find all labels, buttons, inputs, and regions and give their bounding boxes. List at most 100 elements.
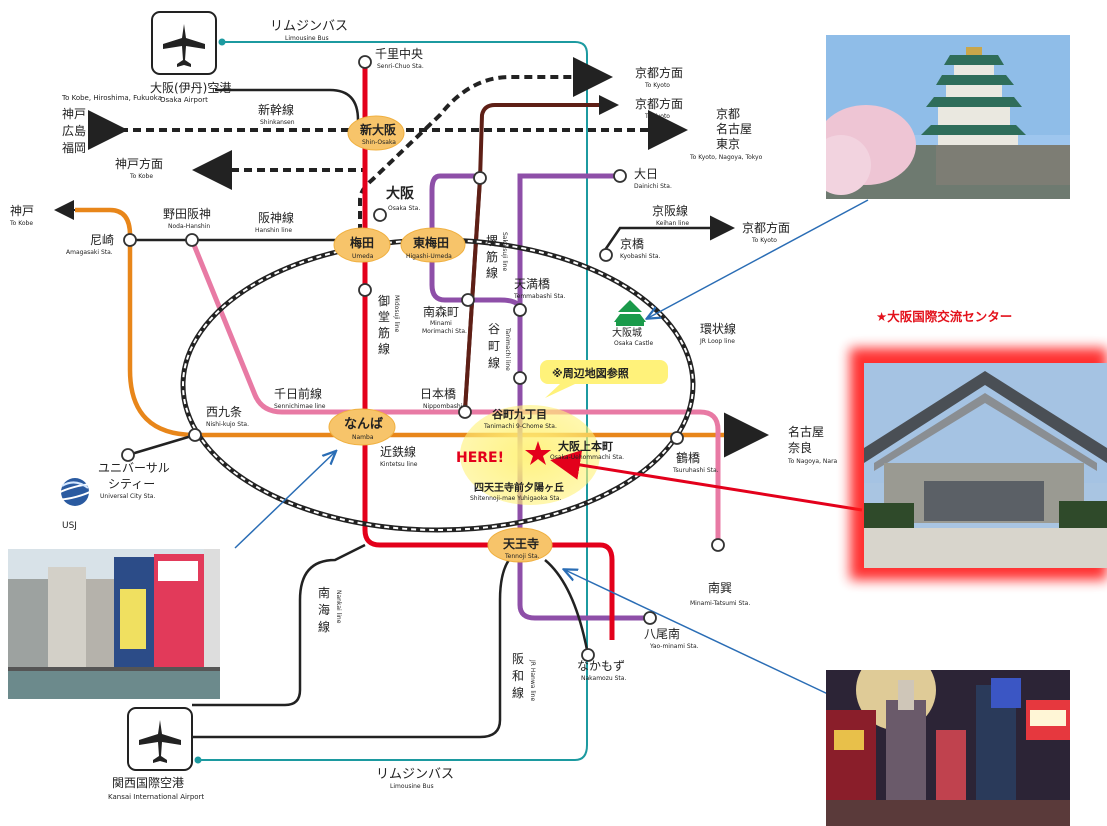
midosuji-ja3: 筋 xyxy=(378,325,390,340)
kyoto2-en: To Kyoto xyxy=(644,113,670,120)
keihan-en: Keihan line xyxy=(656,220,689,227)
nishikujo-ja: 西九条 xyxy=(206,405,242,419)
kyoto3-ja: 京都方面 xyxy=(742,220,790,235)
dainichi-ja: 大日 xyxy=(634,167,658,181)
universal-city-en: Universal City Sta. xyxy=(100,493,155,500)
kintetsu-en: Kintetsu line xyxy=(380,461,418,468)
castle-icon xyxy=(614,300,646,326)
osaka-castle-en: Osaka Castle xyxy=(614,340,653,347)
minami-morimachi-en2: Morimachi Sta. xyxy=(422,328,467,335)
noda-hanshin-ja: 野田阪神 xyxy=(163,207,211,221)
nishikujo-en: Nishi-kujo Sta. xyxy=(206,421,249,428)
limousine-top-label: リムジンバス xyxy=(270,19,348,34)
hanwa-ja2: 和 xyxy=(512,669,524,683)
osaka-loop-inner xyxy=(182,239,694,531)
hanwa-ja3: 線 xyxy=(512,685,524,700)
sakaisuji-ja3: 線 xyxy=(486,265,498,280)
namba-en: Namba xyxy=(352,434,374,441)
nakamozu-en: Nakamozu Sta. xyxy=(581,675,626,682)
sennichimae-ja: 千日前線 xyxy=(274,386,322,401)
west-dest-ja2: 広島 xyxy=(62,123,86,138)
hanwa-line xyxy=(192,548,521,739)
shitennoji-ja: 四天王寺前夕陽ヶ丘 xyxy=(474,481,564,494)
kyoto2-ja: 京都方面 xyxy=(635,96,683,111)
limousine-top-en: Limousine Bus xyxy=(285,35,329,42)
tanimachi-ja3: 線 xyxy=(488,355,500,370)
dotonbori-photo xyxy=(8,549,220,699)
airplane-icon xyxy=(127,707,193,771)
kobe-dir-line xyxy=(192,150,367,200)
kyobashi-en: Kyobashi Sta. xyxy=(620,253,661,260)
kyoto-line-1 xyxy=(358,57,613,232)
nankai-line xyxy=(192,543,366,707)
kobe-dir-en: To Kobe xyxy=(129,173,153,180)
sakaisuji-north-line xyxy=(463,103,605,411)
hanwa-en: JR Hanwa line xyxy=(529,659,536,701)
umeda-en: Umeda xyxy=(352,253,374,260)
kyoto1-en: To Kyoto xyxy=(644,82,670,89)
nankai-en: Nankai line xyxy=(335,590,342,624)
east-dest-ja1: 京都 xyxy=(716,107,740,121)
uehommachi-ja: 大阪上本町 xyxy=(558,439,613,453)
tanimachi-line xyxy=(517,173,650,621)
nearby-map-note: ※周辺地図参照 xyxy=(552,366,629,380)
intl-center-title: ★大阪国際交流センター xyxy=(876,309,1013,324)
here-label: HERE! xyxy=(456,450,504,466)
osaka-en: Osaka Sta. xyxy=(388,205,420,212)
loop-ja: 環状線 xyxy=(700,321,736,336)
kyobashi-ja: 京橋 xyxy=(620,237,644,251)
nankai-ja3: 線 xyxy=(318,619,330,634)
osaka-castle-ja: 大阪城 xyxy=(612,326,642,339)
itami-airport-en: Osaka Airport xyxy=(160,96,208,104)
sakaisuji-en: Sakaisuji line xyxy=(501,232,508,272)
nagoya-ja1: 名古屋 xyxy=(788,424,824,439)
tsuruhashi-ja: 鶴橋 xyxy=(676,450,700,465)
shinkansen-ja: 新幹線 xyxy=(258,102,294,117)
midosuji-en: Midosuji line xyxy=(393,295,400,333)
temmabashi-en: Temmabashi Sta. xyxy=(513,293,566,300)
senri-chuo-ja: 千里中央 xyxy=(375,46,423,61)
castle-pointer xyxy=(648,199,869,318)
star-icon xyxy=(525,441,551,465)
here-pointer xyxy=(550,450,863,512)
nippombashi-ja: 日本橋 xyxy=(420,387,456,401)
kansai-airport-name: 関西国際空港 xyxy=(112,776,184,790)
limousine-bottom-label: リムジンバス xyxy=(376,767,454,782)
temmabashi-ja: 天満橋 xyxy=(514,277,550,291)
kintetsu-ja: 近鉄線 xyxy=(380,444,416,459)
sakaisuji-south-line xyxy=(463,177,482,411)
west-dest-en: To Kobe, Hiroshima, Fukuoka xyxy=(61,94,162,102)
nearby-map-callout-tail xyxy=(545,384,575,398)
globe-icon xyxy=(52,478,98,506)
kyoto1-ja: 京都方面 xyxy=(635,65,683,80)
tanimachi9-en: Tanimachi 9-Chome Sta. xyxy=(483,423,557,430)
loop-en: JR Loop line xyxy=(699,338,735,345)
osaka-castle-photo xyxy=(826,35,1070,199)
senri-chuo-en: Senri-Chuo Sta. xyxy=(377,63,424,70)
east-dest-ja2: 名古屋 xyxy=(716,121,752,136)
yao-minami-ja: 八尾南 xyxy=(644,626,680,641)
tennoji-ja: 天王寺 xyxy=(503,536,539,551)
universal-city-ja1: ユニバーサル xyxy=(98,461,170,475)
tennoji-pointer xyxy=(565,570,831,696)
tennoji-en: Tennoji Sta. xyxy=(504,553,540,560)
sennichimae-en: Sennichimae line xyxy=(274,403,326,410)
itami-airport-name: 大阪(伊丹)空港 xyxy=(150,81,231,95)
higashi-umeda-ja: 東梅田 xyxy=(413,235,449,250)
west-dest-ja1: 神戸 xyxy=(62,107,86,121)
dainichi-en: Dainichi Sta. xyxy=(634,183,672,190)
uehommachi-en: Osaka-Uehommachi Sta. xyxy=(550,454,624,461)
shin-osaka-en: Shin-Osaka xyxy=(362,139,396,146)
station-dots xyxy=(121,55,725,662)
namba-ja: なんば xyxy=(344,417,383,432)
kansai-airport-en: Kansai International Airport xyxy=(108,793,204,801)
nakamozu-branch xyxy=(544,559,590,656)
west-dest-ja3: 福岡 xyxy=(62,140,86,155)
tsuruhashi-en: Tsuruhashi Sta. xyxy=(672,467,719,474)
nankai-ja1: 南 xyxy=(318,585,330,600)
hanshin-ja: 阪神線 xyxy=(258,210,294,225)
shitennoji-en: Shitennoji-mae Yuhigaoka Sta. xyxy=(470,495,561,502)
noda-hanshin-en: Noda-Hanshin xyxy=(168,223,210,230)
osaka-loop-line xyxy=(180,237,696,533)
keihan-line xyxy=(603,215,735,251)
